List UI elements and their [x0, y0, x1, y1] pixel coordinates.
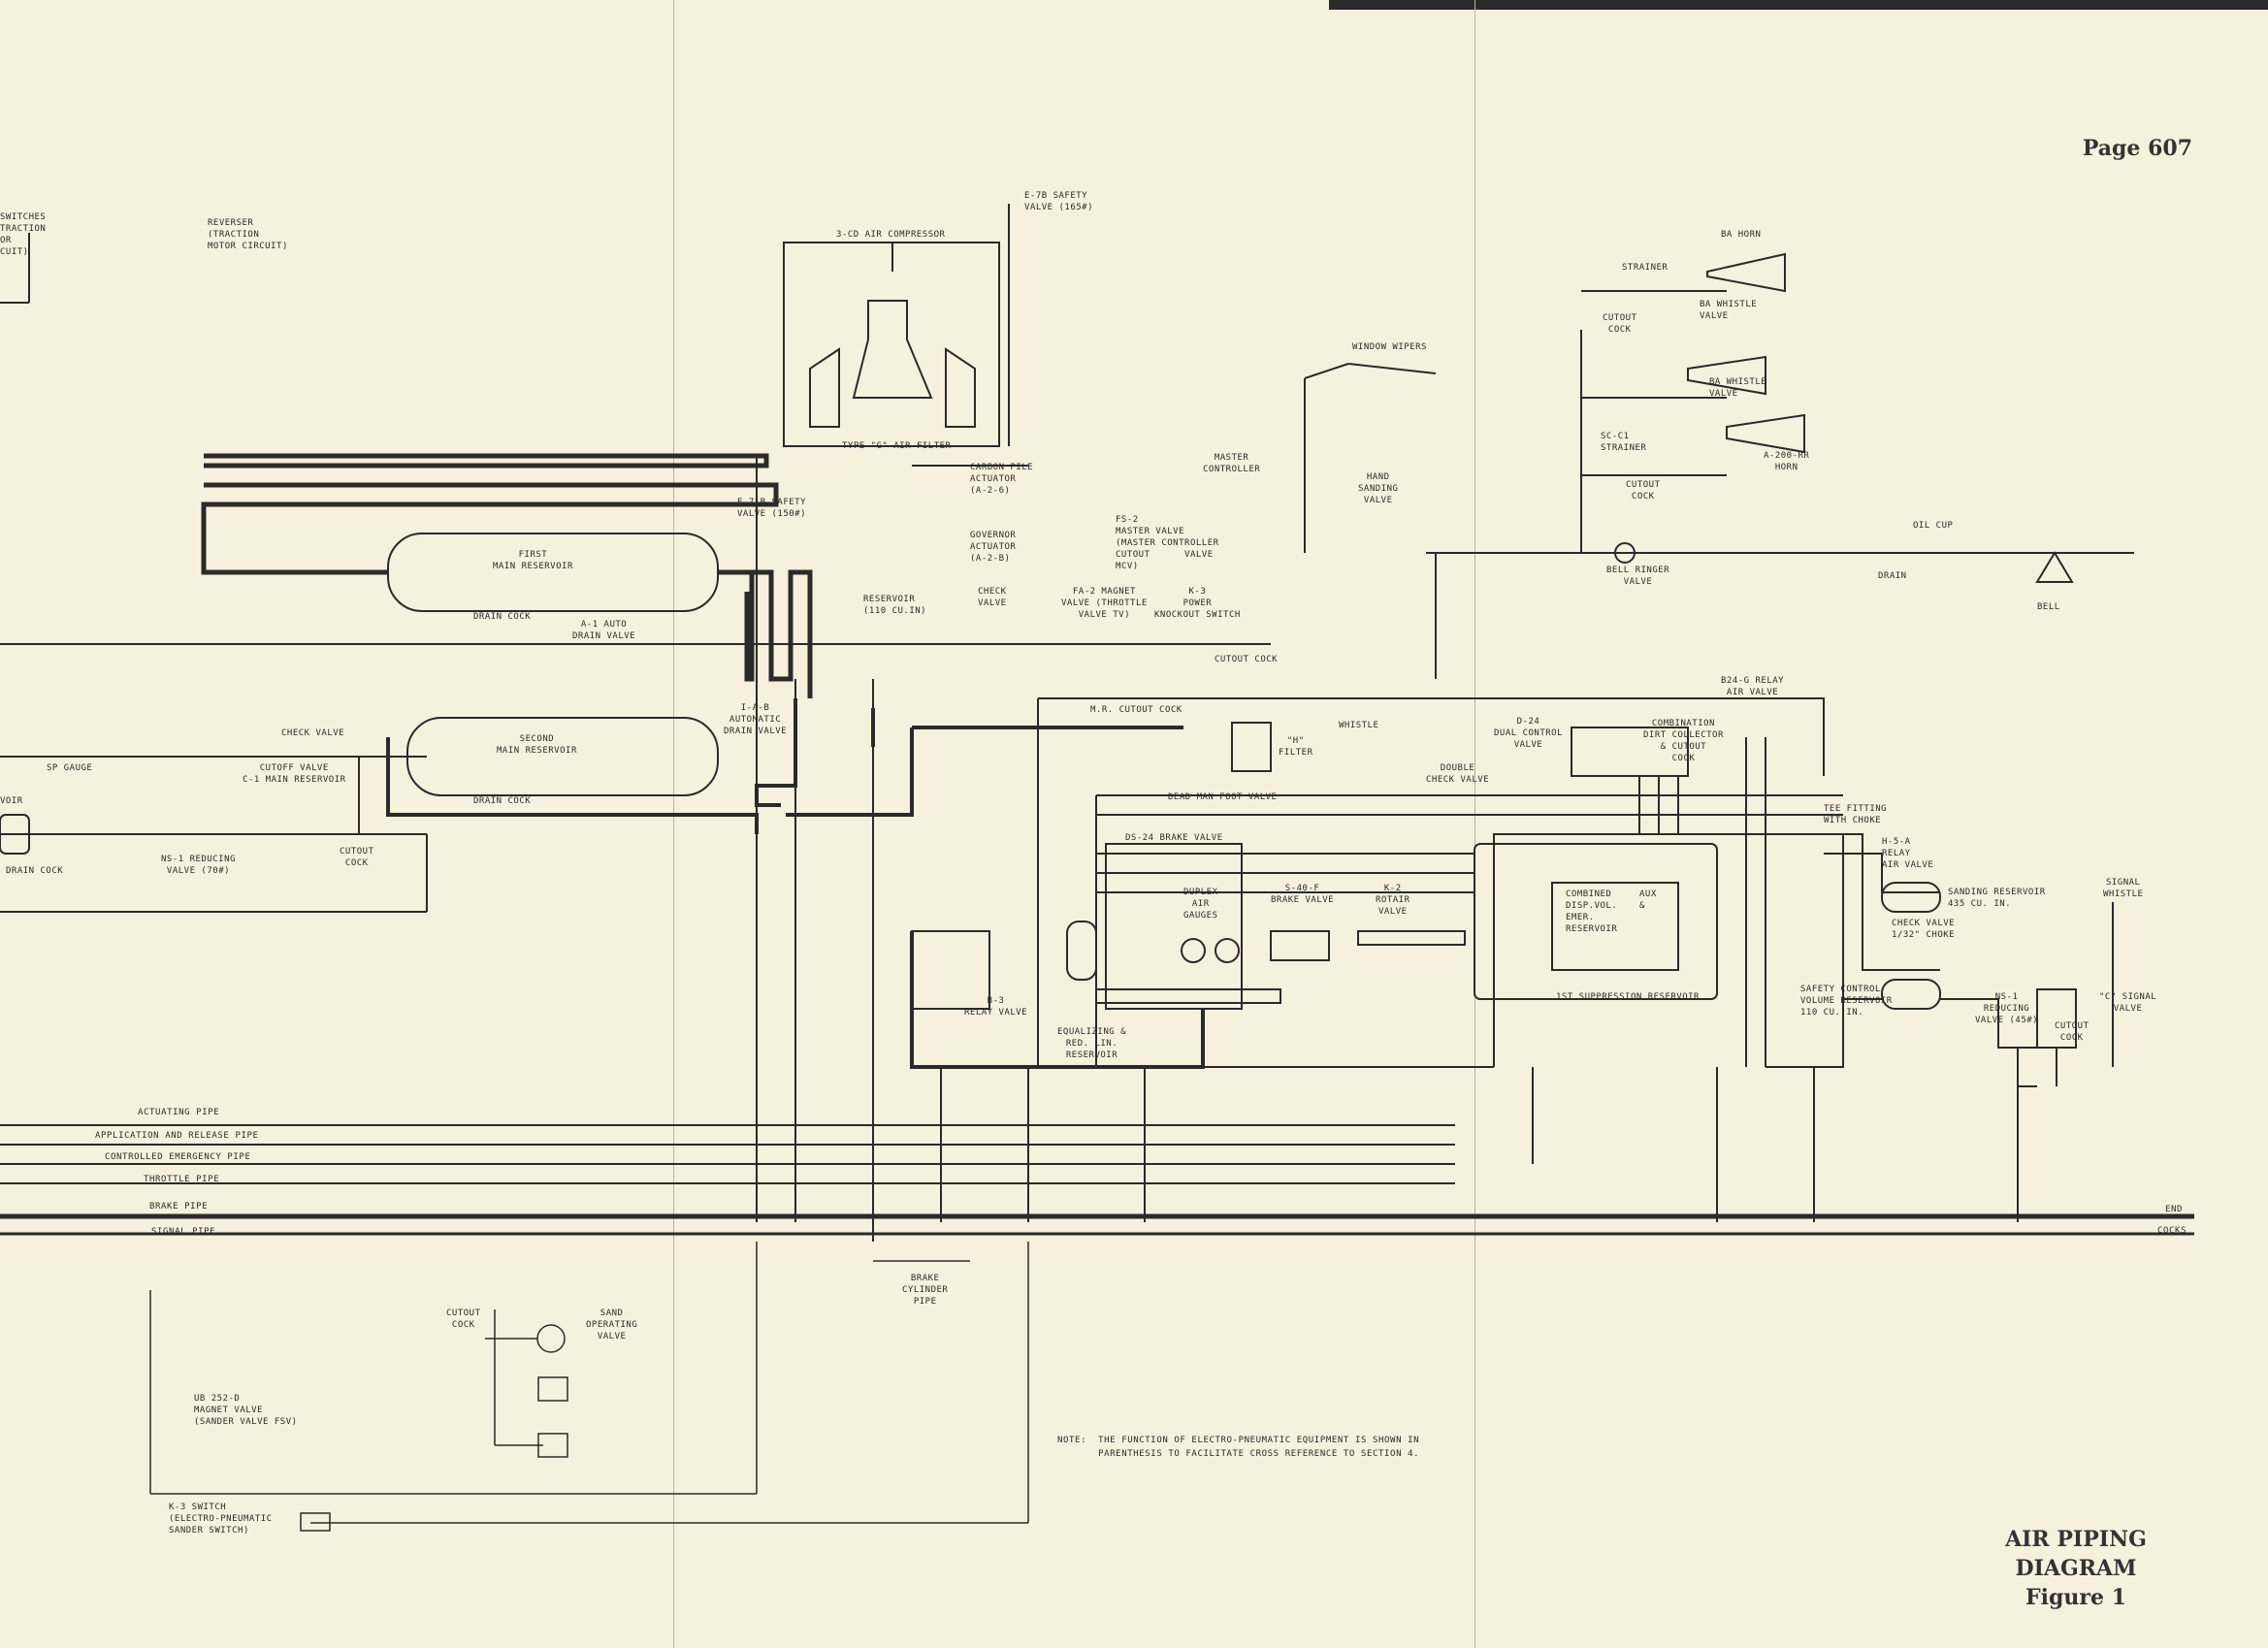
label-check-valve-top: CHECK VALVE	[978, 587, 1007, 608]
pipe-label-brake-cylinder: BRAKE CYLINDER PIPE	[902, 1274, 949, 1307]
label-combined-disp-res: COMBINED DISP.VOL. EMER. RESERVOIR	[1566, 889, 1618, 934]
label-ba-whistle-valve-1: BA WHISTLE VALVE	[1700, 300, 1758, 321]
label-switches: SWITCHES TRACTION OR CUIT)	[0, 212, 47, 257]
label-signal-whistle: SIGNAL WHISTLE	[2103, 878, 2144, 899]
label-1st-suppression: 1ST SUPPRESSION RESERVOIR	[1556, 992, 1700, 1002]
label-drain-cock-2: DRAIN COCK	[473, 796, 532, 806]
label-governor-actuator: GOVERNOR ACTUATOR (A-2-B)	[970, 531, 1017, 564]
label-c-signal-valve: "C" SIGNAL VALVE	[2099, 992, 2157, 1014]
label-cutout-cock-mid: CUTOUT COCK	[1215, 655, 1279, 664]
label-sp-gauge: SP GAUGE	[47, 763, 93, 773]
label-equalizing-reservoir: EQUALIZING & RED. LIN. RESERVOIR	[1057, 1027, 1127, 1060]
label-ub252-magnet-valve: UB 252-D MAGNET VALVE (SANDER VALVE FSV)	[194, 1394, 298, 1427]
pipe-label-actuating: ACTUATING PIPE	[138, 1108, 220, 1117]
fold-line	[673, 0, 674, 1648]
label-ba-whistle-valve-2: BA WHISTLE VALVE	[1709, 377, 1767, 399]
label-cutout-cock-horn: CUTOUT COCK	[1603, 313, 1637, 335]
label-fs2-master-valve: FS-2 MASTER VALVE (MASTER CONTROLLER CUT…	[1116, 515, 1219, 571]
label-check-valve-left: CHECK VALVE	[281, 728, 345, 738]
label-reverser: REVERSER (TRACTION MOTOR CIRCUIT)	[208, 218, 288, 251]
pipe-label-signal: SIGNAL PIPE	[151, 1227, 216, 1237]
pipe-label-brake: BRAKE PIPE	[149, 1202, 209, 1212]
fold-line	[1474, 0, 1475, 1648]
label-cutout-cock-sand: CUTOUT COCK	[446, 1309, 481, 1330]
safety-control-reservoir-shape	[1881, 979, 1941, 1010]
label-e7b-safety-top: E-7B SAFETY VALVE (165#)	[1024, 191, 1094, 212]
label-cutout-cock-horn-2: CUTOUT COCK	[1626, 480, 1661, 501]
label-air-compressor: 3-CD AIR COMPRESSOR	[836, 230, 946, 240]
label-b3-relay: B-3 RELAY VALVE	[964, 996, 1028, 1018]
sanding-reservoir-shape	[1881, 882, 1941, 913]
label-master-controller: MASTER CONTROLLER	[1203, 453, 1261, 474]
diagram-title-main: AIR PIPING DIAGRAM	[2005, 1527, 2147, 1581]
label-b24g-relay: B24-G RELAY AIR VALVE	[1721, 676, 1785, 697]
page-number: Page 607	[2082, 136, 2192, 161]
pipe-label-throttle: THROTTLE PIPE	[144, 1175, 220, 1184]
diagram-title: AIR PIPING DIAGRAM Figure 1	[1950, 1525, 2202, 1612]
label-e7b-safety-150: E-7-B SAFETY VALVE (150#)	[737, 498, 807, 519]
label-h5a-relay: H-5-A RELAY AIR VALVE	[1882, 837, 1934, 870]
label-cutout-cock-left: CUTOUT COCK	[340, 847, 374, 868]
label-bell-ringer-valve: BELL RINGER VALVE	[1606, 565, 1670, 587]
label-aux: AUX &	[1639, 889, 1657, 911]
label-fa2-magnet-valve: FA-2 MAGNET VALVE (THROTTLE VALVE TV)	[1061, 587, 1148, 620]
label-cutoff-valve: CUTOFF VALVE C-1 MAIN RESERVOIR	[243, 763, 346, 785]
first-main-reservoir-shape	[387, 533, 719, 612]
label-k3-power-knockout: K-3 POWER KNOCKOUT SWITCH	[1154, 587, 1241, 620]
label-double-check-valve: DOUBLE CHECK VALVE	[1426, 763, 1490, 785]
label-first-main-reservoir: FIRST MAIN RESERVOIR	[493, 550, 573, 571]
label-hand-sanding-valve: HAND SANDING VALVE	[1358, 472, 1399, 505]
label-window-wipers: WINDOW WIPERS	[1352, 342, 1427, 352]
label-drain-cock-left: DRAIN COCK	[6, 866, 64, 876]
label-second-main-reservoir: SECOND MAIN RESERVOIR	[497, 734, 577, 756]
label-a1-auto-drain: A-1 AUTO DRAIN VALVE	[572, 620, 636, 641]
label-tee-fitting: TEE FITTING WITH CHOKE	[1824, 804, 1888, 825]
label-end: END	[2165, 1205, 2184, 1214]
label-s40f-brake-valve: S-40-F BRAKE VALVE	[1271, 884, 1335, 905]
label-ns1-reducing-45: NS-1 REDUCING VALVE (45#)	[1975, 992, 2039, 1025]
label-ds24-brake-valve: DS-24 BRAKE VALVE	[1125, 833, 1223, 843]
label-bell: BELL	[2037, 602, 2060, 612]
label-whistle: WHISTLE	[1339, 721, 1379, 730]
top-edge-band	[1329, 0, 2268, 10]
label-drain-cock-1: DRAIN COCK	[473, 612, 532, 622]
label-ba-horn: BA HORN	[1721, 230, 1762, 240]
label-iab-automatic-drain: I-A-B AUTOMATIC DRAIN VALVE	[724, 703, 788, 736]
label-carbon-pile-actuator: CARBON PILE ACTUATOR (A-2-6)	[970, 463, 1034, 496]
label-k3-switch: K-3 SWITCH (ELECTRO-PNEUMATIC SANDER SWI…	[169, 1503, 273, 1535]
label-ns1-reducing-70: NS-1 REDUCING VALVE (70#)	[161, 855, 236, 876]
label-mr-cutout-cock: M.R. CUTOUT COCK	[1090, 705, 1183, 715]
label-combination-dirt-collector: COMBINATION DIRT COLLECTOR & CUTOUT COCK	[1643, 719, 1724, 763]
label-duplex-air-gauges: DUPLEX AIR GAUGES	[1183, 888, 1218, 921]
label-reservoir-110: RESERVOIR (110 CU.IN)	[863, 595, 927, 616]
label-sc-c1-strainer: SC-C1 STRAINER	[1601, 432, 1647, 453]
label-air-filter: TYPE "G" AIR FILTER	[842, 441, 952, 451]
label-sand-operating-valve: SAND OPERATING VALVE	[586, 1309, 638, 1341]
label-sanding-reservoir: SANDING RESERVOIR 435 CU. IN.	[1948, 888, 2046, 909]
pipe-label-application-release: APPLICATION AND RELEASE PIPE	[95, 1131, 259, 1141]
footnote: NOTE: THE FUNCTION OF ELECTRO-PNEUMATIC …	[1057, 1436, 1420, 1459]
label-dead-man-foot-valve: DEAD MAN FOOT VALVE	[1168, 792, 1278, 802]
diagram-title-figure: Figure 1	[2025, 1585, 2126, 1610]
label-oil-cup: OIL CUP	[1913, 521, 1954, 531]
label-cutout-cock-signal: CUTOUT COCK	[2055, 1021, 2090, 1043]
label-voir: VOIR	[0, 796, 23, 806]
label-strainer-top: STRAINER	[1622, 263, 1669, 273]
pipe-label-controlled-emergency: CONTROLLED EMERGENCY PIPE	[105, 1152, 251, 1162]
label-cocks: COCKS	[2157, 1226, 2187, 1236]
second-main-reservoir-shape	[406, 717, 719, 796]
label-check-valve-choke: CHECK VALVE 1/32" CHOKE	[1892, 919, 1956, 940]
label-safety-control-reservoir: SAFETY CONTROL VOLUME RESERVOIR 110 CU. …	[1800, 985, 1893, 1018]
label-drain-bell: DRAIN	[1878, 571, 1907, 581]
label-d24-dual-control: D-24 DUAL CONTROL VALVE	[1494, 717, 1564, 750]
label-a200-rr-horn: A-200-RR HORN	[1764, 451, 1810, 472]
label-h-filter: "H" FILTER	[1279, 736, 1313, 758]
label-k2-rotair-valve: K-2 ROTAIR VALVE	[1376, 884, 1410, 917]
